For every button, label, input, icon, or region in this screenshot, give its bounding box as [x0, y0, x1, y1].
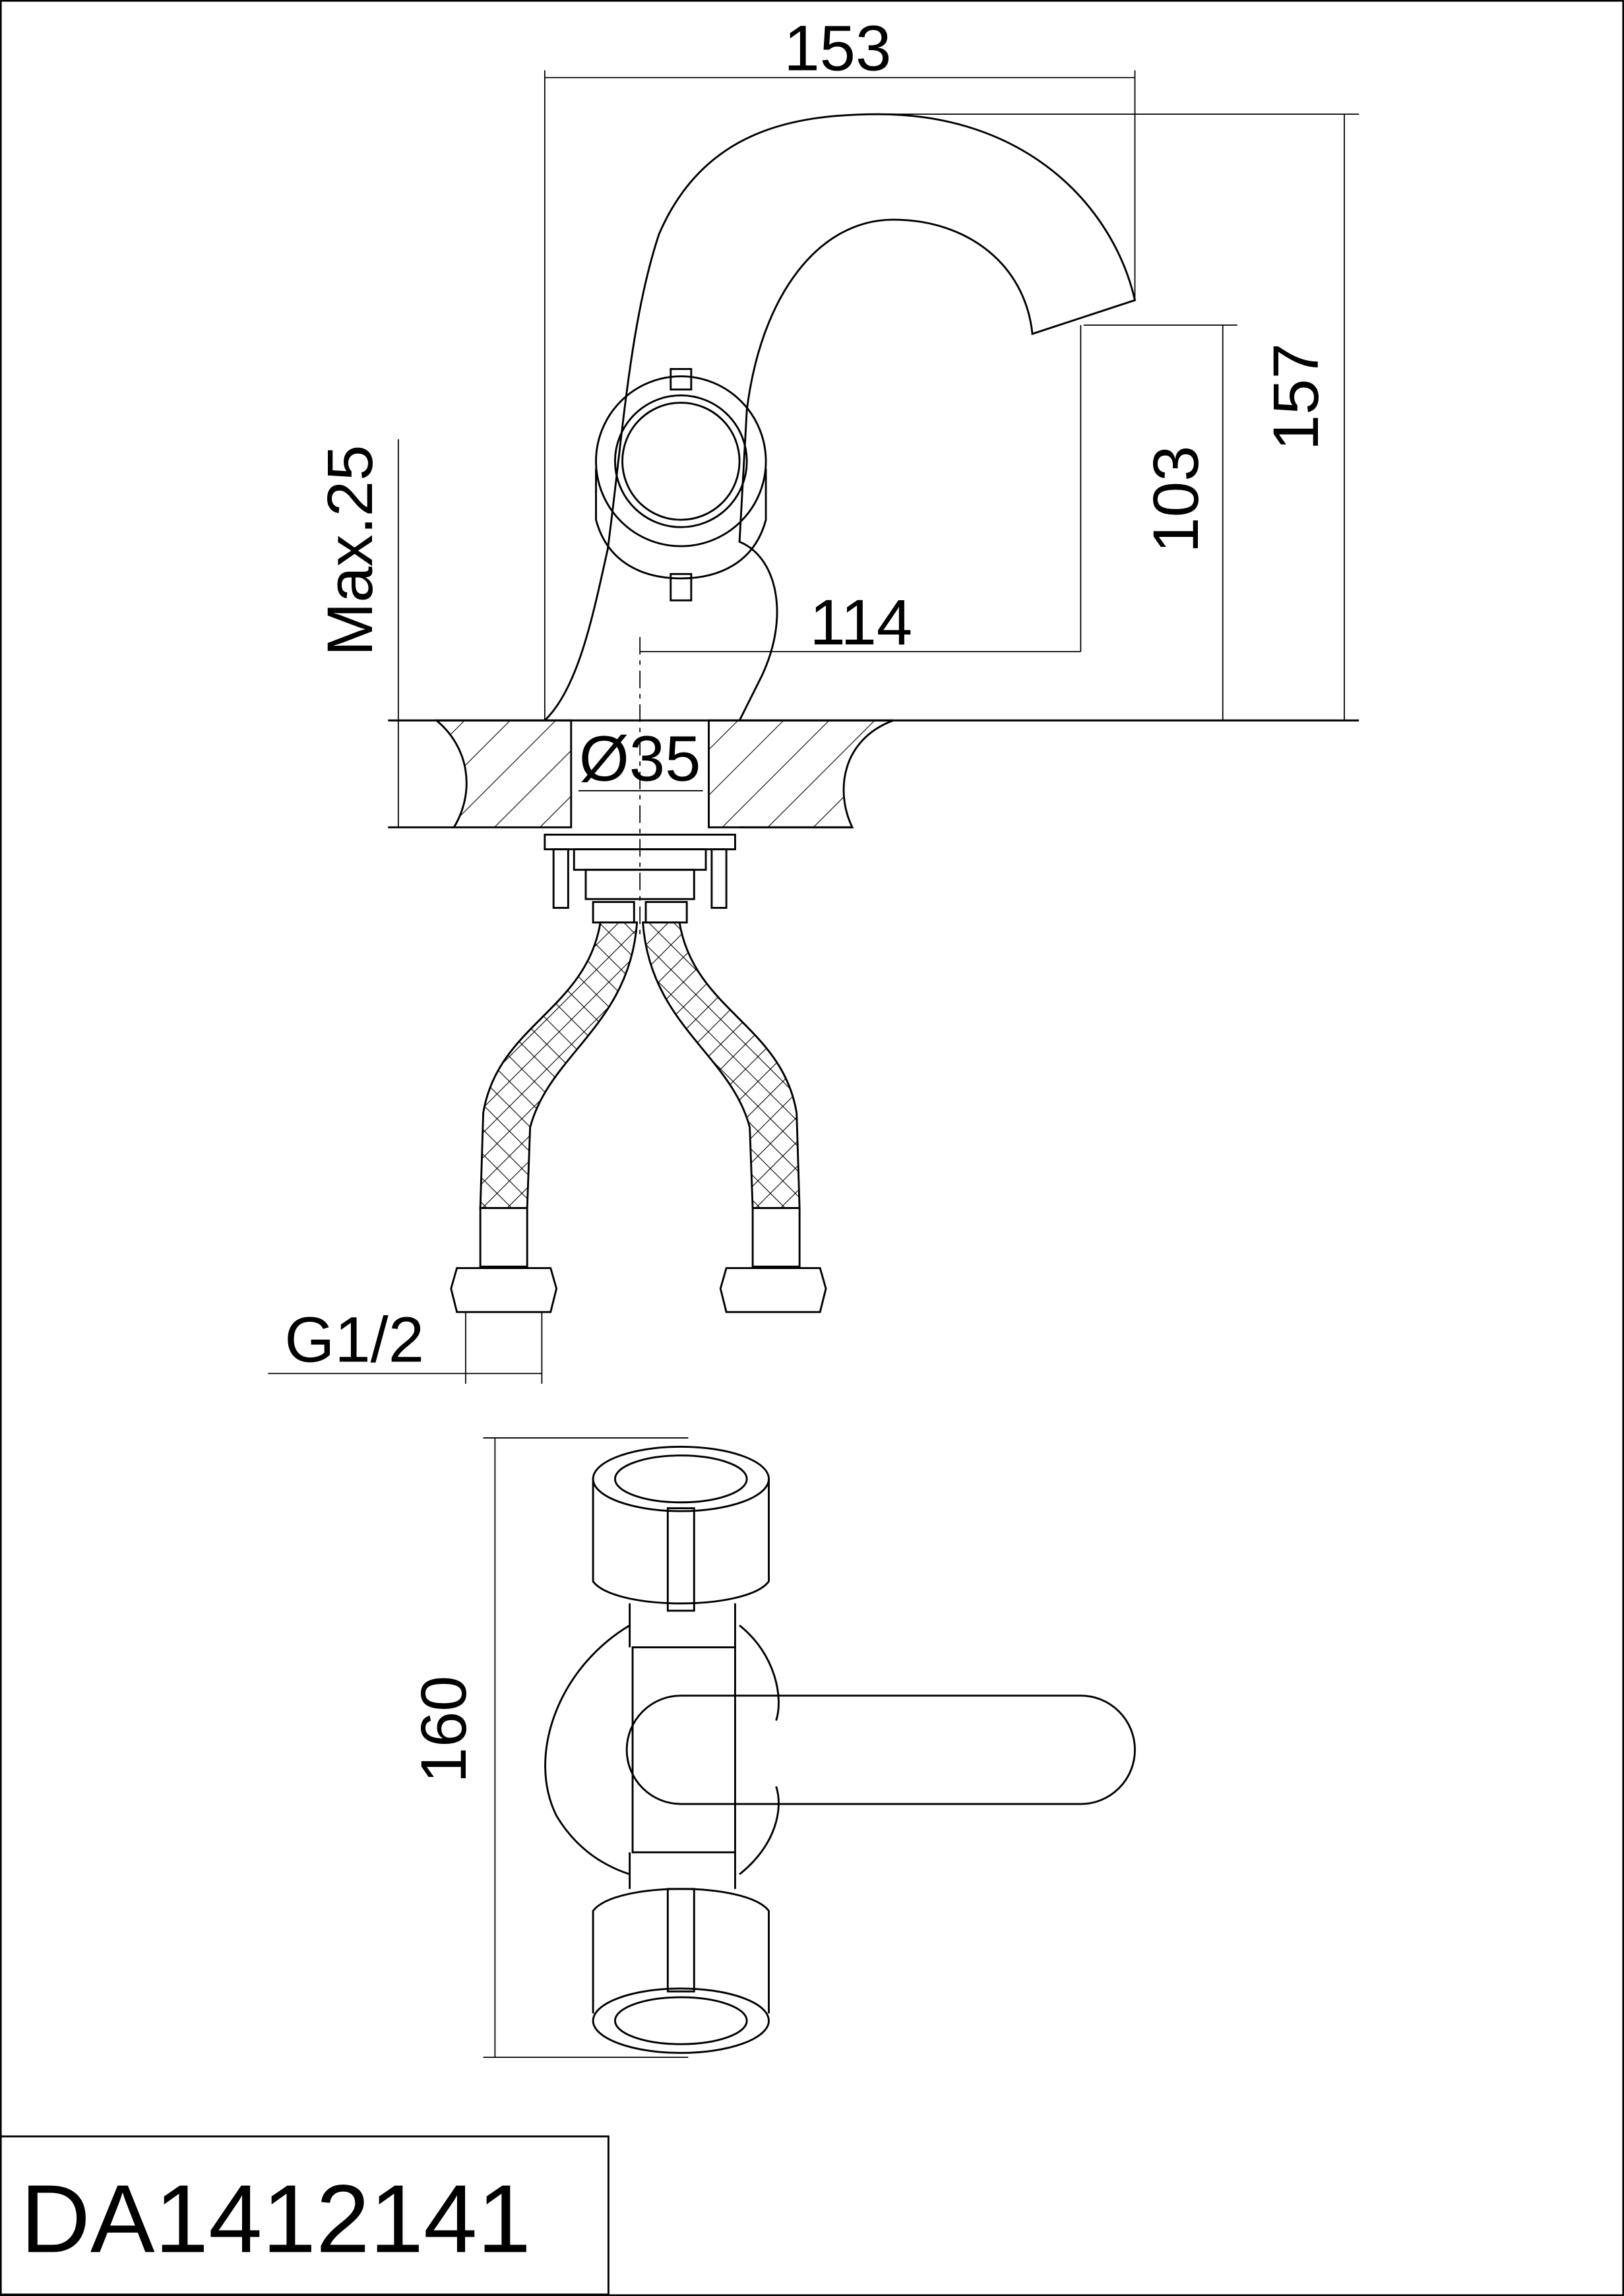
dim-spout-reach: 153 — [784, 13, 891, 84]
faucet-top-view — [544, 1445, 1136, 2054]
dim-total-height: 157 — [1260, 343, 1332, 450]
dim-spout-height: 103 — [1140, 446, 1212, 553]
mounting-and-hoses — [450, 833, 827, 1313]
dim-max-deck-thickness: Max.25 — [314, 445, 386, 656]
dimension-lines — [268, 70, 1359, 2059]
dim-connection-thread: G1/2 — [284, 1304, 424, 1376]
dim-hole-diameter: Ø35 — [579, 722, 701, 794]
dim-handle-to-spout: 114 — [810, 586, 913, 658]
deck-section — [388, 636, 1359, 937]
faucet-side-view — [544, 113, 1137, 722]
title-block — [0, 2135, 609, 2296]
model-code: DA1412141 — [20, 2165, 531, 2273]
dim-top-view-length: 160 — [408, 1675, 480, 1783]
